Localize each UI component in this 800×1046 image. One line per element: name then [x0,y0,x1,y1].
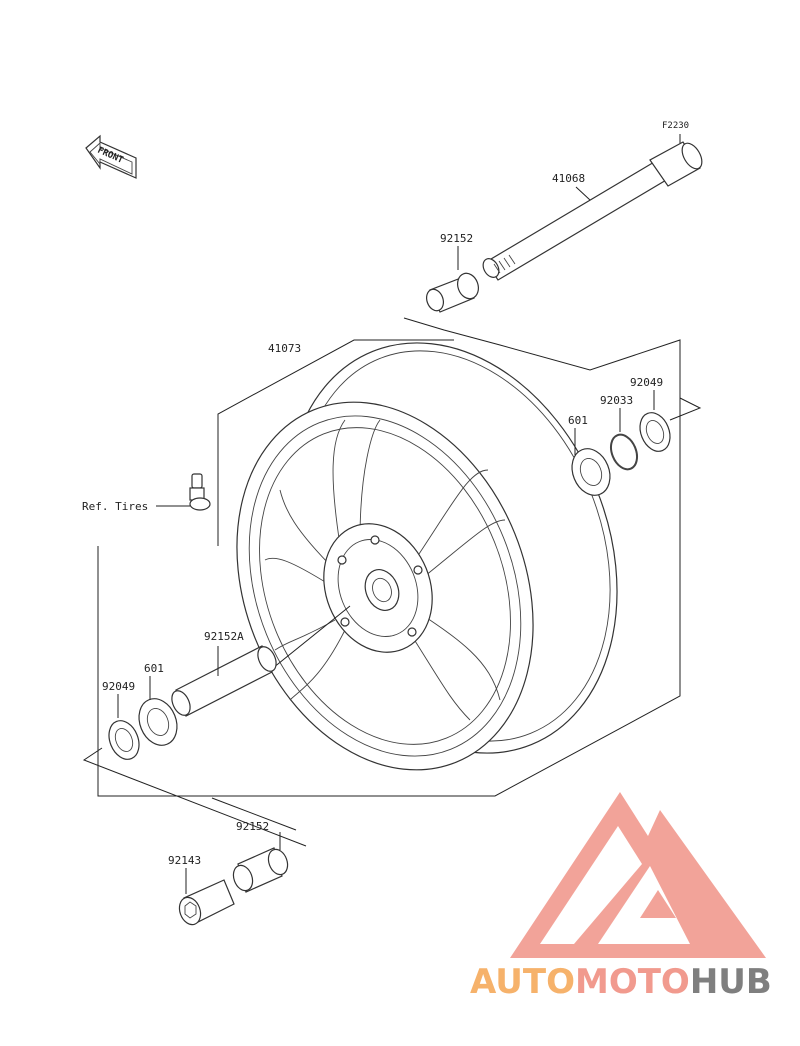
label-axle: 41068 [552,172,585,185]
axle-part [482,134,703,281]
collar-left-part [232,832,289,893]
label-spacer-inner: 92152A [204,630,244,643]
wheel-part [236,342,618,771]
label-collar-left: 92152 [236,820,269,833]
watermark-logo-icon [510,792,766,958]
label-seal-right: 92049 [630,376,663,389]
brand-auto: AUTO [470,962,575,1002]
assembly-lines [82,317,702,847]
seal-left-part [108,694,140,760]
collar-top-part [425,246,479,313]
bearing-right-part [571,428,611,496]
seal-right-part [639,390,671,452]
label-axle-bolt: 92143 [168,854,201,867]
front-arrow-icon: FRONT [85,134,137,179]
valve-stem-icon [156,473,211,511]
bearing-left-part [138,676,178,746]
watermark-brand: AUTOMOTOHUB [470,962,772,1002]
label-circlip: 92033 [600,394,633,407]
label-wheel: 41073 [268,342,301,355]
label-bearing-right: 601 [568,414,588,427]
label-seal-left: 92049 [102,680,135,693]
brand-hub: HUB [689,962,772,1002]
figure-code: F2230 [662,121,689,131]
brand-moto: MOTO [574,962,690,1002]
circlip-part [609,408,639,471]
label-bearing-left: 601 [144,662,164,675]
label-collar-top: 92152 [440,232,473,245]
axle-bolt-part [178,868,235,926]
spacer-inner-part [171,645,277,717]
ref-note: Ref. Tires [82,500,148,513]
